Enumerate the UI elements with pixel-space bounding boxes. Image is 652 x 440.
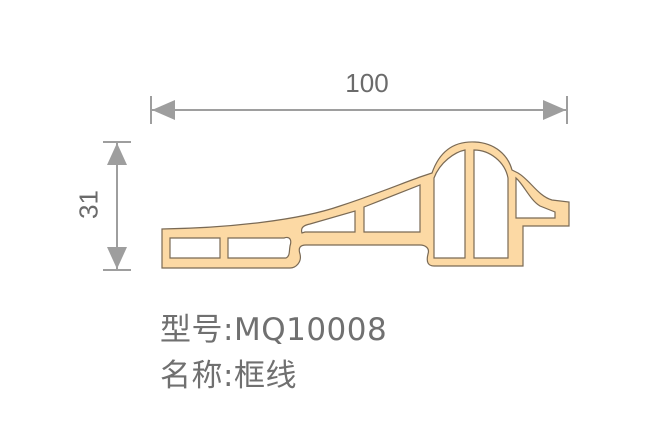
model-label: 型号: <box>160 312 234 348</box>
name-label: 名称: <box>160 358 234 394</box>
model-number-line: 型号:MQ10008 <box>160 312 387 348</box>
height-dimension-line <box>103 141 131 271</box>
height-dimension-label: 31 <box>73 190 104 219</box>
name-value: 框线 <box>233 358 297 394</box>
arrow-left-icon <box>152 100 175 120</box>
profile-cross-section <box>161 141 570 269</box>
arrow-right-icon <box>543 100 566 120</box>
arrow-down-icon <box>107 247 127 269</box>
arrow-up-icon <box>107 143 127 165</box>
width-dimension-line <box>150 96 568 124</box>
product-name-line: 名称:框线 <box>160 358 297 394</box>
width-dimension-label: 100 <box>345 68 389 98</box>
model-value: MQ10008 <box>233 312 388 348</box>
